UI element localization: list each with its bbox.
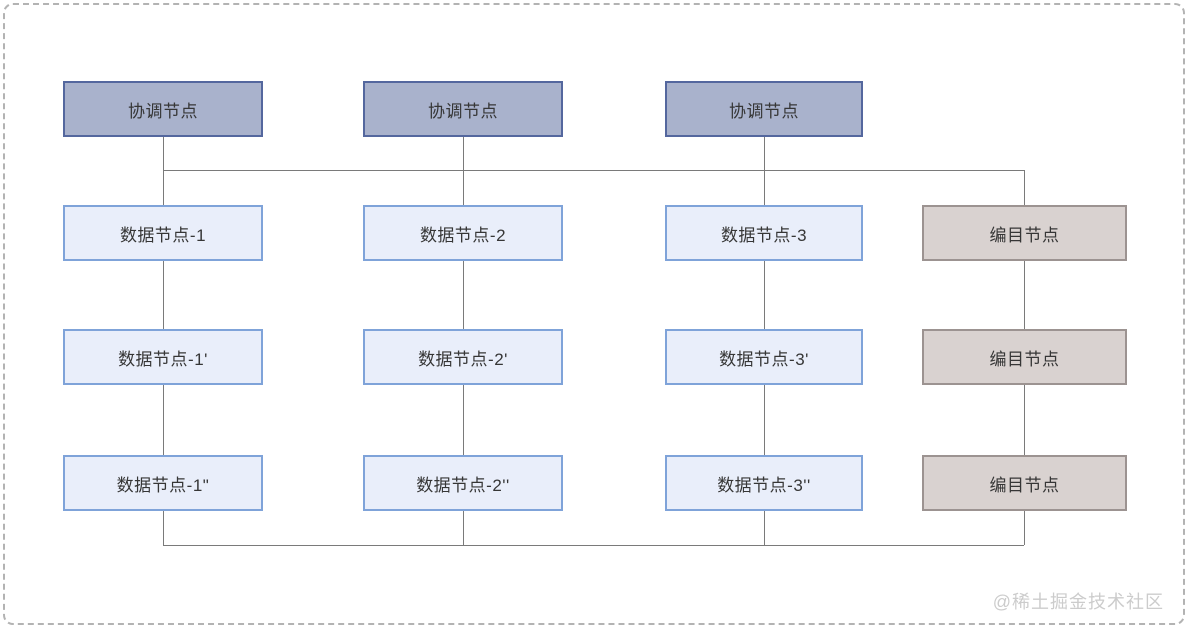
watermark: @稀土掘金技术社区 — [992, 592, 1164, 612]
data-node-1: 数据节点-1 — [63, 205, 263, 261]
data-node-3: 数据节点-3 — [665, 205, 863, 261]
connector-top-bus-line — [163, 170, 1024, 171]
coordinator-node-3: 协调节点 — [665, 81, 863, 137]
connector-bottom-bus-line — [163, 545, 1024, 546]
data-node-3-replica: 数据节点-3' — [665, 329, 863, 385]
data-node-2: 数据节点-2 — [363, 205, 563, 261]
data-node-3-replica2: 数据节点-3'' — [665, 455, 863, 511]
data-node-2-replica: 数据节点-2' — [363, 329, 563, 385]
coordinator-node-1: 协调节点 — [63, 81, 263, 137]
data-node-1-replica2: 数据节点-1" — [63, 455, 263, 511]
catalog-node-2: 编目节点 — [922, 329, 1127, 385]
catalog-node-1: 编目节点 — [922, 205, 1127, 261]
coordinator-node-2: 协调节点 — [363, 81, 563, 137]
data-node-1-replica: 数据节点-1' — [63, 329, 263, 385]
catalog-node-3: 编目节点 — [922, 455, 1127, 511]
data-node-2-replica2: 数据节点-2'' — [363, 455, 563, 511]
